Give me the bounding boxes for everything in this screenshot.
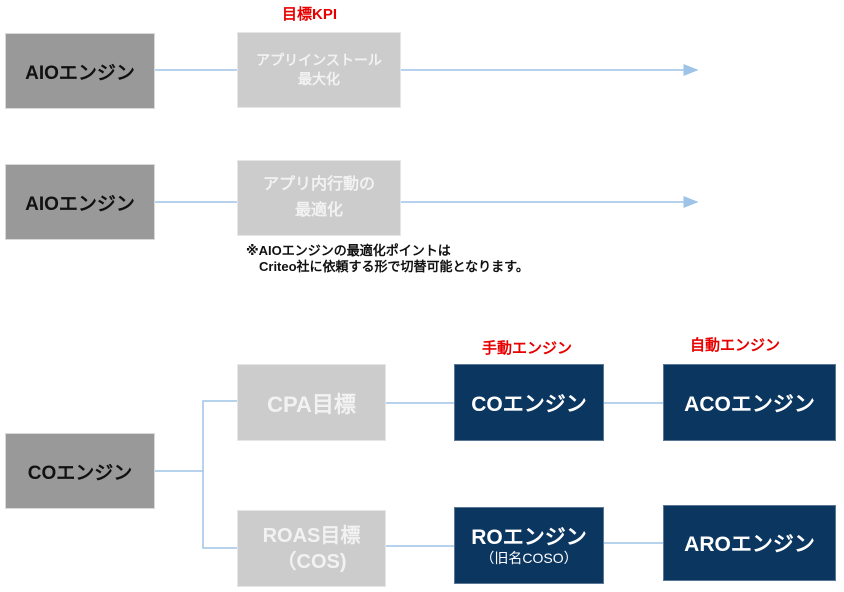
kpi-box-roas: ROAS目標 （COS) (237, 510, 386, 587)
target-kpi-label: 目標KPI (282, 6, 338, 23)
manual-engine-box-ro: ROエンジン （旧名COSO） (454, 507, 604, 584)
manual-engine-label: 手動エンジン (482, 340, 573, 357)
aio-engine-box-1: AIOエンジン (5, 33, 155, 109)
engine-label: COエンジン (471, 392, 587, 416)
kpi-box-in-app-action: アプリ内行動の 最適化 (237, 160, 401, 236)
manual-engine-box-co: COエンジン (454, 364, 604, 441)
kpi-line-1: CPA目標 (267, 391, 356, 417)
engine-label: AROエンジン (684, 533, 815, 556)
kpi-line-2: 最適化 (294, 202, 343, 219)
kpi-box-app-install: アプリインストール 最大化 (237, 32, 401, 108)
co-engine-label: COエンジン (27, 462, 133, 484)
auto-engine-box-aro: AROエンジン (663, 505, 836, 581)
kpi-line-2: 最大化 (298, 71, 340, 87)
connector-co-branch (202, 400, 237, 549)
engine-label: ROエンジン (471, 525, 587, 549)
kpi-line-1: ROAS目標 (262, 524, 361, 547)
aio-note: ※AIOエンジンの最適化ポイントは Criteo社に依頼する形で切替可能となりま… (246, 243, 529, 275)
auto-engine-label: 自動エンジン (690, 337, 781, 354)
auto-engine-box-aco: ACOエンジン (663, 364, 836, 441)
kpi-line-2: （COS) (276, 550, 347, 573)
note-line-2: Criteo社に依頼する形で切替可能となります。 (246, 259, 529, 274)
kpi-line-1: アプリ内行動の (262, 176, 375, 193)
engine-label: ACOエンジン (684, 392, 815, 416)
aio-engine-box-2: AIOエンジン (5, 164, 155, 240)
note-line-1: ※AIOエンジンの最適化ポイントは (246, 243, 451, 258)
engine-former-name: （旧名COSO） (480, 549, 578, 566)
kpi-line-1: アプリインストール (256, 52, 382, 68)
co-engine-source-box: COエンジン (5, 433, 155, 509)
kpi-box-cpa: CPA目標 (237, 364, 386, 441)
aio-engine-label: AIOエンジン (25, 62, 135, 84)
aio-engine-label: AIOエンジン (25, 193, 135, 215)
